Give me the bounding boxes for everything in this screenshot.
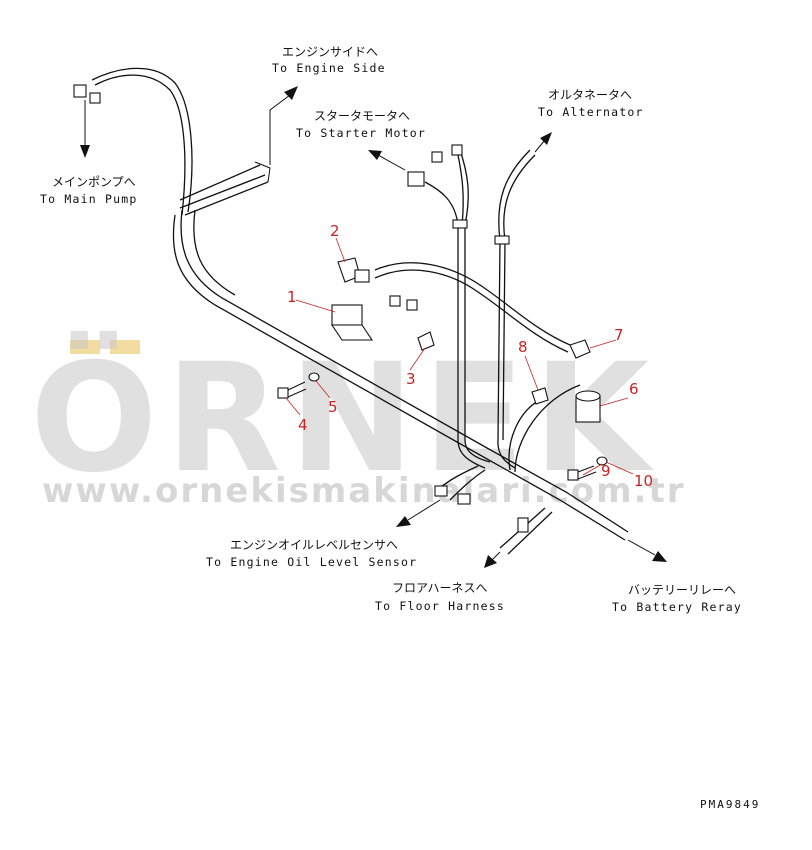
harness-clamp-2 (494, 235, 510, 245)
leader-7 (589, 339, 617, 349)
starter-motor-arrowhead (368, 150, 382, 160)
components (73, 84, 608, 533)
part-7-connector (569, 339, 591, 359)
main-pump-connector-b (89, 92, 101, 104)
callout-10: 10 (634, 472, 653, 490)
starter-terminal-b (451, 144, 463, 156)
starter-motor-arrow-line (377, 154, 406, 171)
callout-5: 5 (328, 398, 338, 416)
floor-harness-label-en: To Floor Harness (375, 599, 505, 613)
part-9-bolt-shank (577, 465, 597, 480)
main-pump-arrowhead (80, 145, 90, 158)
leader-1 (295, 299, 336, 313)
callout-8: 8 (518, 338, 528, 356)
part-5-washer (308, 372, 320, 382)
part-8-connector (531, 387, 549, 405)
destination-labels: エンジンサイドへ To Engine Side メインポンプへ To Main … (40, 45, 742, 614)
part-4-bolt-head (277, 387, 289, 399)
leader-2 (335, 237, 346, 263)
alternator-label-en: To Alternator (538, 105, 644, 119)
watermark-umlaut-right (110, 340, 140, 354)
oil-sensor-label-en: To Engine Oil Level Sensor (206, 555, 417, 569)
floor-harness-label-jp: フロアハーネスへ (392, 581, 488, 595)
callout-2: 2 (330, 222, 340, 240)
oil-sensor-connector-b (457, 493, 471, 505)
watermark-umlaut-left (70, 340, 100, 354)
alternator-arrow-line (534, 139, 546, 153)
leader-10 (605, 461, 634, 475)
engine-side-arrowhead (284, 86, 298, 100)
battery-relay-arrowhead (652, 551, 667, 562)
main-pump-label-en: To Main Pump (40, 192, 137, 206)
part-2-connector (354, 269, 370, 283)
harness-clamp-3 (517, 517, 529, 533)
harness-wires (91, 67, 629, 555)
part-9-bolt-head (567, 469, 579, 481)
part-1-plug-a (389, 295, 401, 307)
part-6-relay-top (575, 390, 601, 402)
callout-4: 4 (298, 416, 308, 434)
callout-7: 7 (614, 326, 624, 344)
leader-3 (409, 347, 426, 371)
part-1-plug-b (406, 299, 418, 311)
callout-leaders (285, 237, 634, 476)
engine-side-arrow-line (269, 94, 291, 165)
oil-sensor-arrowhead (396, 516, 411, 527)
watermark-url: www.ornekismakinalari.com.tr (42, 471, 685, 511)
starter-terminal-a (431, 151, 443, 163)
part-1-relay (331, 304, 363, 326)
callout-9: 9 (601, 462, 611, 480)
oil-sensor-arrow-line (407, 499, 441, 521)
battery-relay-label-en: To Battery Reray (612, 600, 742, 614)
callout-6: 6 (629, 380, 639, 398)
leader-4 (285, 397, 301, 416)
watermark: ÖRNEK www.ornekismakinalari.com.tr (30, 330, 685, 511)
drawing-code: PMA9849 (700, 798, 760, 811)
part-4-bolt-shank (287, 381, 307, 398)
callout-1: 1 (287, 288, 297, 306)
callout-3: 3 (406, 370, 416, 388)
floor-harness-arrowhead (484, 555, 497, 568)
alternator-label-jp: オルタネータへ (548, 88, 632, 102)
part-10-washer (596, 456, 608, 466)
floor-harness-arrow-line (491, 551, 501, 561)
harness-clamp-1 (452, 219, 468, 229)
battery-relay-label-jp: バッテリーリレーへ (628, 583, 736, 597)
main-pump-label-jp: メインポンプへ (52, 175, 136, 189)
engine-side-label-en: To Engine Side (272, 61, 386, 75)
leader-8 (524, 355, 539, 391)
leader-6 (599, 397, 629, 407)
engine-side-label-jp: エンジンサイドへ (282, 45, 378, 59)
starter-motor-label-en: To Starter Motor (296, 126, 426, 140)
starter-connector (407, 171, 425, 187)
callout-numbers: 1 2 3 4 5 6 7 8 9 10 (287, 222, 653, 490)
part-1-base (330, 324, 374, 341)
alternator-arrowhead (540, 132, 552, 145)
leader-9 (582, 463, 603, 476)
oil-sensor-connector-a (434, 485, 448, 497)
watermark-brand: ÖRNEK (30, 330, 657, 506)
main-pump-connector-a (73, 84, 87, 98)
battery-relay-arrow-line (627, 539, 656, 556)
oil-sensor-label-jp: エンジンオイルレベルセンサへ (230, 538, 398, 552)
part-3-connector (417, 331, 435, 351)
starter-motor-label-jp: スタータモータへ (314, 109, 410, 123)
direction-arrows (80, 86, 667, 568)
leader-5 (315, 380, 331, 399)
